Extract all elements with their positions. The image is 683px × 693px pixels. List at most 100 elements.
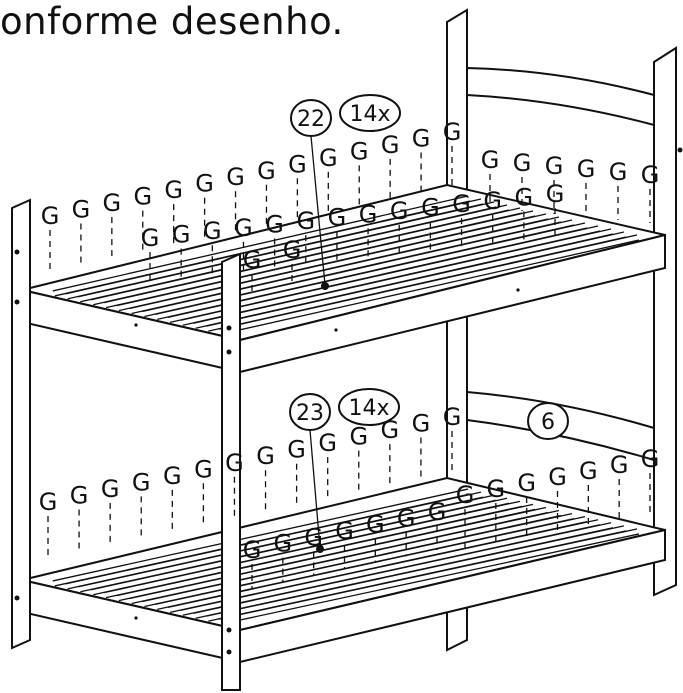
slat (129, 506, 547, 600)
fastener-label: G (487, 475, 506, 503)
upper-part-callout: 22 14x (290, 94, 401, 290)
upper-head-board (466, 66, 655, 127)
slat (219, 528, 638, 620)
fastener-label: G (172, 221, 191, 249)
front-right-post (653, 46, 683, 597)
fastener-label: G (412, 410, 431, 438)
slat (193, 522, 612, 614)
slat (65, 491, 482, 585)
slat (52, 488, 469, 582)
fastener-label: G (579, 457, 598, 485)
slat (91, 204, 508, 301)
slat (206, 231, 625, 327)
fastener-label: G (328, 204, 347, 232)
fastener-label: G (70, 481, 89, 509)
fastener-label: G (366, 511, 385, 539)
back-left-post (11, 198, 31, 650)
slat (142, 509, 560, 603)
fastener-label: G (194, 455, 213, 483)
fastener-label: G (515, 183, 534, 211)
fastener-label: G (288, 150, 307, 178)
slat (180, 519, 599, 611)
fastener-label: G (443, 403, 462, 431)
fastener-label: G (641, 445, 660, 473)
fastener-label: G (546, 180, 565, 208)
fastener-label: G (243, 246, 262, 274)
slat (78, 494, 495, 588)
upper-screw-point (321, 282, 329, 290)
fastener-label: G (274, 530, 293, 558)
fastener-label: G (141, 224, 160, 252)
slat (78, 201, 495, 298)
fastener-label: G (481, 146, 500, 174)
fastener-label: G (296, 207, 315, 235)
fastener-label: G (256, 442, 275, 470)
slat (142, 216, 560, 313)
slat (116, 503, 534, 597)
fastener-label: G (283, 236, 302, 264)
fastener-label: G (350, 137, 369, 165)
slat (116, 210, 534, 307)
slat (91, 497, 508, 591)
slat (103, 207, 521, 304)
fastener-label: G (577, 155, 596, 183)
slat (206, 525, 625, 617)
fastener-label: G (234, 214, 253, 242)
fastener-label: G (195, 170, 214, 198)
slat (103, 500, 521, 594)
fastener-label: G (641, 161, 660, 189)
fastener-label: G (545, 152, 564, 180)
fastener-label: G (517, 469, 536, 497)
fastener-label: G (39, 488, 58, 516)
fastener-label: G (349, 423, 368, 451)
fastener-label: G (41, 202, 60, 230)
fastener-label: G (390, 197, 409, 225)
lower-quantity: 14x (348, 396, 389, 421)
fastener-label: G (513, 149, 532, 177)
fastener-label: G (609, 158, 628, 186)
upper-part-number: 22 (297, 107, 325, 132)
slat (219, 234, 638, 330)
fastener-label: G (610, 451, 629, 479)
fastener-label: G (412, 124, 431, 152)
fastener-label: G (72, 196, 91, 224)
fastener-label: G (335, 517, 354, 545)
slat (180, 225, 599, 321)
fastener-label: G (243, 536, 262, 564)
fastener-label: G (548, 463, 567, 491)
fastener-label: G (428, 498, 447, 526)
lower-screw-point (316, 545, 324, 553)
fastener-label: G (456, 481, 475, 509)
lower-bunk-frame (21, 476, 666, 664)
fastener-label: G (443, 118, 462, 146)
fastener-label: G (452, 190, 471, 218)
fastener-label: G (101, 475, 120, 503)
slat-edge (221, 533, 640, 625)
fastener-label: G (163, 462, 182, 490)
fastener-label: G (203, 217, 222, 245)
front-left-post (221, 252, 241, 691)
fastener-label: G (359, 200, 378, 228)
fastener-label: G (287, 436, 306, 464)
fastener-label: G (103, 189, 122, 217)
instruction-text: onforme desenho. (0, 0, 344, 43)
fastener-label: G (164, 176, 183, 204)
fastener-label: G (318, 429, 337, 457)
slat (193, 228, 612, 324)
fastener-label: G (397, 504, 416, 532)
fastener-label: G (483, 187, 502, 215)
fastener-label: G (257, 157, 276, 185)
slat-edge (221, 239, 640, 335)
slat (52, 195, 469, 292)
rail-part-number: 6 (541, 410, 555, 435)
slat (65, 198, 482, 295)
fastener-label: G (132, 468, 151, 496)
fastener-label: G (421, 194, 440, 222)
fastener-label: G (265, 210, 284, 238)
fastener-label: G (133, 183, 152, 211)
rail-callout: 6 (527, 402, 569, 440)
